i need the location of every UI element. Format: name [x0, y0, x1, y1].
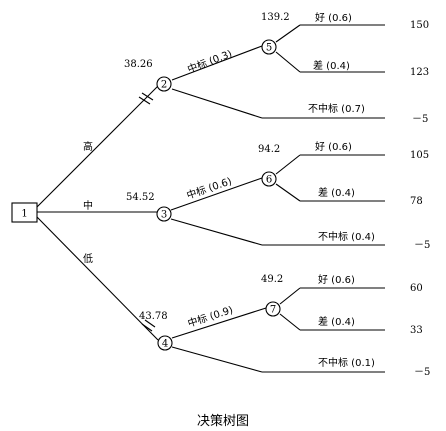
edge-node6-bad: [275, 183, 301, 202]
lose-label-node-3: 不中标 (0.4): [318, 230, 375, 243]
chance-node-7-id: 7: [270, 305, 276, 316]
chance-node-5-id: 5: [266, 43, 272, 54]
expected-value-node-7: 49.2: [261, 274, 283, 285]
edge-node5-bad: [275, 51, 301, 73]
edge-low: [36, 216, 159, 341]
chance-node-3: [156, 206, 172, 222]
lose-payoff-node-3: －5: [414, 240, 430, 251]
lose-payoff-node-4: －5: [414, 367, 430, 378]
branch-label-low: 低: [83, 252, 93, 265]
edge-node7-good: [279, 287, 301, 305]
edge-high: [36, 85, 159, 208]
chance-node-5: [261, 39, 277, 55]
expected-value-node-2: 38.26: [124, 59, 153, 70]
bad-payoff-node-7: 33: [410, 325, 423, 336]
branch-label-high: 高: [83, 140, 93, 153]
bad-payoff-node-5: 123: [410, 67, 429, 78]
chance-node-2: [156, 76, 172, 92]
chance-node-2-id: 2: [161, 80, 167, 91]
chance-node-4-id: 4: [162, 339, 168, 350]
lose-label-node-2: 不中标 (0.7): [308, 102, 365, 115]
chance-node-3-id: 3: [161, 210, 167, 221]
edge-node2-lose: [171, 88, 263, 119]
bad-label-node-5: 差 (0.4): [313, 59, 350, 72]
branch-label-mid: 中: [83, 199, 93, 212]
chance-node-6-id: 6: [266, 175, 272, 186]
chance-node-4: [157, 335, 173, 351]
prune-mark-high: [138, 92, 154, 105]
edge-node2-win: [171, 45, 263, 81]
good-label-node-7: 好 (0.6): [318, 274, 355, 286]
lose-payoff-node-2: －5: [412, 114, 428, 125]
diagram-caption: 决策树图: [197, 413, 249, 429]
chance-node-7: [265, 301, 281, 317]
good-payoff-node-7: 60: [410, 283, 423, 294]
edge-node3-lose: [170, 218, 263, 246]
edge-node6-good: [275, 154, 301, 175]
good-label-node-6: 好 (0.6): [315, 141, 352, 153]
edge-node4-win: [171, 307, 267, 339]
expected-value-node-3: 54.52: [126, 192, 155, 203]
expected-value-node-5: 139.2: [261, 12, 290, 23]
edge-node3-win: [170, 177, 263, 211]
bad-label-node-7: 差 (0.4): [318, 315, 355, 328]
bad-label-node-6: 差 (0.4): [318, 186, 355, 199]
win-label-node-2: 中标 (0.3): [185, 47, 234, 76]
prune-mark-low: [141, 319, 156, 332]
good-payoff-node-6: 105: [410, 150, 429, 161]
decision-node: [11, 202, 38, 223]
lose-label-node-4: 不中标 (0.1): [318, 356, 375, 369]
chance-node-6: [261, 171, 277, 187]
bad-payoff-node-6: 78: [410, 196, 423, 207]
edge-node5-good: [275, 24, 301, 43]
win-label-node-3: 中标 (0.6): [185, 174, 234, 202]
good-label-node-5: 好 (0.6): [315, 12, 352, 24]
edge-node7-bad: [279, 313, 301, 331]
edge-node4-lose: [171, 346, 263, 373]
decision-node-id: 1: [21, 209, 27, 220]
expected-value-node-6: 94.2: [258, 144, 280, 155]
expected-value-node-4: 43.78: [139, 311, 168, 322]
good-payoff-node-5: 150: [410, 20, 429, 31]
